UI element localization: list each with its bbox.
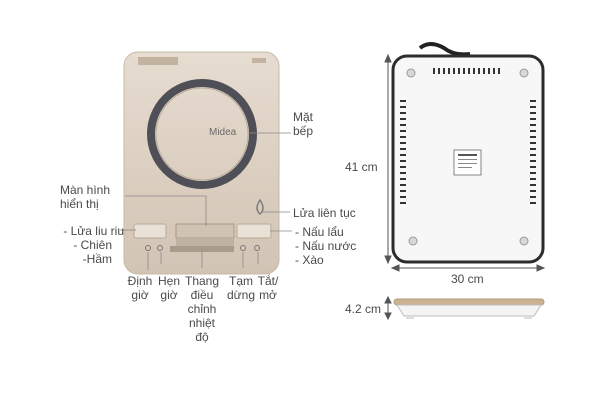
right-mode-buttons [236,223,272,239]
brand-logo-strip [138,57,178,65]
cooktop-bottom [391,42,545,264]
height-dimension [384,53,392,265]
dimension-height-label: 41 cm [345,160,378,174]
label-right-modes: - Nấu lẩu - Nấu nước - Xào [295,225,357,267]
callout-lines [120,132,292,270]
cooktop-side [393,298,545,319]
dimension-depth-label: 4.2 cm [345,302,382,316]
temperature-slider [170,246,234,252]
water-drop-icon [256,198,264,215]
dimension-width-label: 30 cm [451,272,484,286]
cooktop-front [123,51,280,275]
rating-label [453,149,482,176]
power-cord [418,42,471,57]
brand-logo: Midea [209,127,237,138]
label-left-modes: - Lửa liu riu - Chiên -Hầm [63,224,124,266]
depth-dimension [384,295,392,321]
label-lua-lien-tuc: Lửa liên tục [293,206,356,220]
left-mode-buttons [133,223,167,239]
width-dimension [390,264,546,272]
label-tat-mo: Tắt/mở [257,274,279,302]
cooking-zone-ring [147,79,257,189]
display-window [175,223,235,239]
